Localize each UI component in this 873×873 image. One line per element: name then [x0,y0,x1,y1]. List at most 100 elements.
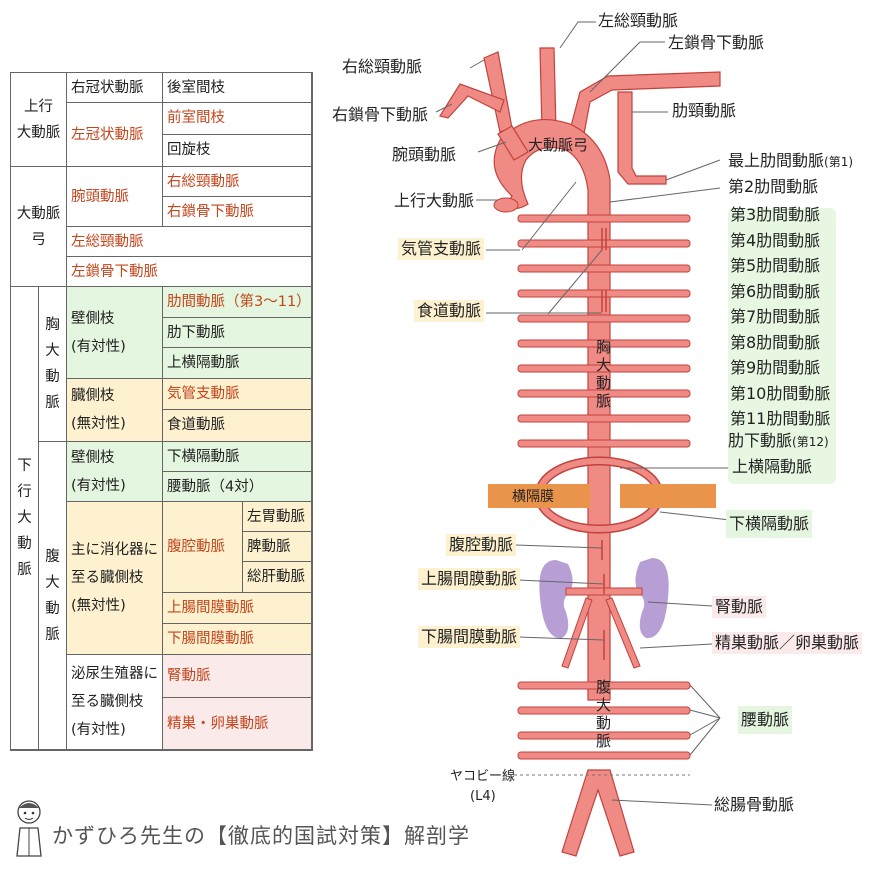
inferior-phrenic-cell: 下横隔動脈 [163,442,312,472]
label-common-iliac: 総腸骨動脈 [714,795,795,814]
left-coronary-cell: 左冠状動脈 [67,103,163,167]
intercostal-cell: 肋間動脈（第3～11） [163,287,312,318]
abdominal-parietal-cell: 壁側枝 (有対性) [67,442,163,502]
avatar [12,798,46,858]
ascending-aorta-header: 上行 大動脈 [11,73,67,167]
lumbar-cell: 腰動脈（4対） [163,472,312,502]
label-left-subclavian: 左鎖骨下動脈 [668,33,765,52]
circumflex-cell: 回旋枝 [163,135,312,167]
label-thoracic-aorta: 胸 大 動 脈 [596,338,612,410]
label-intercostal-8: 第8肋間動脈 [730,332,821,352]
label-inferior-phrenic: 下横隔動脈 [726,510,813,538]
brachiocephalic-cell: 腕頭動脈 [67,167,163,227]
thoracic-visceral-cell: 臓側枝 (無対性) [67,379,163,442]
lumbar-artery-pair [517,731,691,740]
costocervical-vessel [617,91,667,185]
urogenital-visceral-label: 泌尿生殖器に 至る臓側枝 (有対性) [71,666,158,738]
label-right-common-carotid: 右総頸動脈 [342,57,423,76]
footer-credit: かずひろ先生の【徹底的国試対策】解剖学 [52,824,470,848]
celiac-cell: 腹腔動脈 [163,502,243,593]
thoracic-aorta-label: 胸 大 動 脈 [45,317,60,411]
posterior-interventricular-cell: 後室間枝 [163,73,312,103]
splenic-cell: 脾動脈 [243,532,312,562]
left-subclavian-vessel [569,71,721,135]
label-celiac: 腹腔動脈 [446,534,517,556]
supreme-intercostal-note: (第1) [824,155,854,169]
label-costocervical: 肋頸動脈 [672,101,737,120]
label-jacoby-line: ヤコビー線 [450,769,516,784]
intercostal-group-bg [728,208,836,484]
label-sma: 上腸間膜動脈 [418,568,521,590]
label-aortic-arch: 大動脈弓 [528,136,589,154]
sma-cell: 上腸間膜動脈 [163,593,312,624]
renal-cell: 腎動脈 [163,655,312,698]
subcostal-note: (第12) [792,435,829,449]
intercostal-artery-pair [517,389,691,398]
left-subclavian-cell: 左鎖骨下動脈 [67,257,312,287]
label-intercostal-7: 第7肋間動脈 [730,307,821,326]
label-intercostal-10: 第10肋間動脈 [730,383,831,403]
ima-cell: 下腸間膜動脈 [163,624,312,655]
intercostal-artery-pair [517,414,691,423]
abdominal-aorta-label: 腹 大 動 脈 [45,548,60,643]
label-bronchial: 気管支動脈 [398,238,485,260]
descending-aorta-label: 下 行 大 動 脈 [17,458,32,578]
aortic-arch-header: 大動脈 弓 [11,167,67,287]
digestive-visceral-label: 主に消化器に 至る臓側枝 (無対性) [71,542,158,614]
intercostal-artery-pair [517,439,691,448]
descending-aorta-header: 下 行 大 動 脈 [11,287,39,750]
label-jacoby-level: (L4) [470,789,496,804]
label-diaphragm: 横隔膜 [512,489,554,505]
right-kidney [539,560,573,639]
anterior-interventricular-cell: 前室間枝 [163,103,312,135]
gonadal-vessel [605,597,641,669]
label-left-common-carotid: 左総頸動脈 [598,11,679,30]
superior-phrenic-cell: 上横隔動脈 [163,348,312,379]
right-subclavian-cell: 右鎖骨下動脈 [163,197,312,227]
right-subclavian-vessel [439,83,505,119]
esophageal-cell: 食道動脈 [163,410,312,442]
right-common-carotid-vessel [483,51,513,133]
subcostal-text: 肋下動脈 [728,431,793,450]
label-intercostal-11: 第11肋間動脈 [730,409,831,428]
label-renal: 腎動脈 [712,596,767,618]
label-ascending-aorta: 上行大動脈 [394,191,475,210]
label-right-subclavian: 右鎖骨下動脈 [332,105,429,124]
diaphragm-left [488,484,590,508]
lumbar-artery-pair [517,751,691,760]
label-intercostal-9: 第9肋間動脈 [730,358,821,377]
label-gonadal: 精巣動脈／卵巣動脈 [712,632,863,654]
supreme-intercostal-text: 最上肋間動脈 [728,151,825,170]
label-superior-phrenic: 上横隔動脈 [732,457,813,476]
label-intercostal-4: 第4肋間動脈 [730,230,821,250]
label-second-intercostal: 第2肋間動脈 [728,177,819,196]
label-brachiocephalic: 腕頭動脈 [392,145,457,164]
label-subcostal: 肋下動脈(第12) [728,430,829,453]
intercostal-artery-pair [517,339,691,348]
label-intercostal-3: 第3肋間動脈 [730,205,821,224]
label-intercostal-5: 第5肋間動脈 [730,256,821,275]
right-coronary-cell: 右冠状動脈 [67,73,163,103]
intercostal-artery-pair [517,364,691,373]
intercostal-label: 肋間動脈（第3～11） [167,294,311,310]
classification-table: 上行 大動脈 右冠状動脈 後室間枝 左冠状動脈 前室間枝 回旋枝 大動脈 弓 腕… [10,72,313,751]
aortic-arch-label: 大動脈 弓 [16,205,61,248]
left-kidney [635,558,669,639]
thoracic-parietal-label: 壁側枝 (有対性) [71,310,126,355]
left-gastric-cell: 左胃動脈 [243,502,312,532]
digestive-visceral-cell: 主に消化器に 至る臓側枝 (無対性) [67,502,163,655]
label-intercostal-6: 第6肋間動脈 [730,281,821,301]
left-common-carotid-cell: 左総頸動脈 [67,227,312,257]
left-common-carotid-vessel [539,47,557,131]
label-esophageal: 食道動脈 [414,300,485,322]
thoracic-visceral-label: 臓側枝 (無対性) [71,388,126,432]
intercostal-artery-pair [517,239,691,248]
doctor-avatar-icon [16,800,42,857]
intercostal-artery-pair [517,264,691,273]
common-iliac-vessel [561,769,635,857]
gonadal-cell: 精巣・卵巣動脈 [163,698,312,750]
common-hepatic-cell: 総肝動脈 [243,562,312,593]
label-abdominal-aorta: 腹 大 動 脈 [596,678,612,750]
label-ima: 下腸間膜動脈 [418,626,521,648]
thoracic-aorta-header: 胸 大 動 脈 [39,287,67,442]
